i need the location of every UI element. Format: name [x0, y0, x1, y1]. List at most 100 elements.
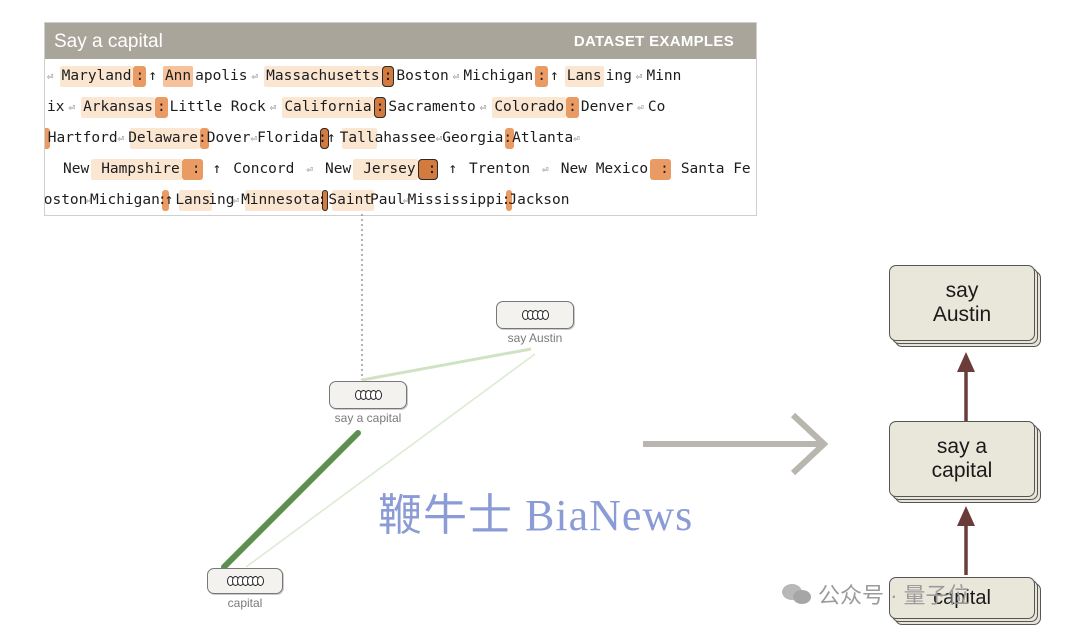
example-row: Boston⏎ Michigan:↑ Lansing⏎ Minnesota: S…: [45, 185, 756, 215]
token: New: [324, 161, 352, 177]
token: Sacramento: [388, 99, 476, 115]
highlighted-token: :: [373, 97, 387, 118]
token: Michigan: [90, 192, 160, 208]
flow-box-say-austin: say Austin: [889, 265, 1041, 347]
highlighted-token: :: [503, 128, 515, 149]
highlighted-token: :: [535, 66, 548, 87]
token: ⏎: [479, 101, 487, 114]
token: apolis: [195, 68, 248, 84]
token: Boston: [396, 68, 449, 84]
feature-circle: [374, 390, 382, 400]
flow-arrow-2-head: [957, 352, 975, 372]
flow-box-label: say Austin: [889, 265, 1035, 341]
highlighted-token: Colorado: [492, 97, 567, 118]
highlighted-token: :: [198, 128, 209, 149]
flow-box-label: say a capital: [889, 421, 1035, 497]
highlighted-token: :: [45, 128, 50, 149]
token: ⏎: [232, 194, 240, 207]
big-arrow-head: [790, 412, 829, 476]
token: New Mexico: [560, 161, 649, 177]
highlighted-token: :: [181, 159, 203, 180]
highlighted-token: :: [158, 190, 169, 211]
token: ⏎: [452, 70, 460, 83]
token: ↑: [212, 161, 222, 177]
token: ⏎: [269, 101, 277, 114]
highlighted-token: Ann: [162, 66, 194, 87]
node-box: [207, 568, 283, 594]
example-row: New Hampshire:↑ Concord⏎ New Jersey:↑ Tr…: [45, 154, 756, 185]
example-row: : Hartford⏎ Delaware: Dover⏎ Florida:↑ T…: [45, 123, 756, 154]
highlighted-token: :: [566, 97, 579, 118]
token: ⏎: [402, 194, 410, 207]
highlighted-token: Arkansas: [81, 97, 155, 118]
token: Dover: [206, 130, 251, 146]
node-say-austin[interactable]: say Austin: [496, 301, 574, 345]
edge-capital-to-austin: [245, 353, 536, 568]
highlighted-token: Saint: [328, 190, 375, 211]
highlighted-token: :: [650, 159, 671, 180]
token: ⏎: [117, 132, 125, 145]
highlighted-token: Hampshire: [91, 159, 182, 180]
dataset-examples-panel: Say a capital DATASET EXAMPLES ⏎ Marylan…: [44, 22, 757, 216]
credit-wechat: 公众号 · 量子位: [782, 578, 970, 610]
token: ahassee: [374, 130, 436, 146]
panel-header: Say a capital DATASET EXAMPLES: [45, 23, 756, 59]
token: ⏎: [251, 70, 259, 83]
token: Georgia: [442, 130, 504, 146]
token: New: [63, 161, 90, 177]
panel-tag: DATASET EXAMPLES: [573, 33, 734, 50]
token: Jackson: [508, 192, 570, 208]
token: ing: [208, 192, 235, 208]
node-say-a-capital[interactable]: say a capital: [329, 381, 407, 425]
token: ⏎: [47, 70, 54, 83]
token: Michigan: [463, 68, 534, 84]
token: ing: [605, 68, 632, 84]
token: ⏎: [637, 101, 644, 114]
highlighted-token: Massachusetts: [264, 66, 382, 87]
token: Boston: [45, 192, 88, 208]
token: ⏎: [250, 132, 258, 145]
example-row: ix⏎ Arkansas: Little Rock⏎ California: S…: [45, 92, 756, 123]
panel-title: Say a capital: [54, 31, 163, 52]
highlighted-token: Lans: [175, 190, 213, 211]
token: Atlanta: [512, 130, 574, 146]
token: ⏎: [542, 163, 549, 176]
highlighted-token: :: [154, 97, 168, 118]
token: ⏎: [85, 194, 93, 207]
token: Denver: [580, 99, 634, 115]
token: ↑: [148, 68, 157, 84]
token: ⏎: [306, 163, 313, 176]
highlighted-token: :: [417, 159, 439, 180]
token: Hartford: [47, 130, 118, 146]
credit-text: 公众号 · 量子位: [818, 583, 970, 608]
token: ↑: [164, 192, 174, 208]
node-capital[interactable]: capital: [207, 568, 283, 610]
highlighted-token: Jersey: [353, 159, 418, 180]
node-label: capital: [227, 596, 263, 610]
highlighted-token: California: [282, 97, 374, 118]
token: Paul: [370, 192, 405, 208]
highlighted-token: :: [133, 66, 147, 87]
token: Florida: [257, 130, 319, 146]
node-box: [329, 381, 407, 409]
highlighted-token: :: [318, 128, 329, 149]
node-label: say a capital: [334, 411, 402, 425]
token: Santa Fe: [680, 161, 751, 177]
token: Little Rock: [169, 99, 266, 115]
edge-capital-to-say-capital: [221, 430, 361, 570]
highlighted-token: :: [502, 190, 513, 211]
feature-circle: [541, 310, 549, 320]
watermark-bianews: 鞭牛士 BiaNews: [378, 491, 694, 540]
flow-box-capital: capital: [889, 577, 1041, 627]
token: ix: [47, 99, 65, 115]
token: Co: [647, 99, 666, 115]
highlighted-token: :: [381, 66, 395, 87]
token: ⏎: [435, 132, 443, 145]
highlighted-token: Lans: [564, 66, 604, 87]
token: ↑: [326, 130, 336, 146]
token: Concord: [233, 161, 295, 177]
highlighted-token: Minnesota: [241, 190, 322, 211]
